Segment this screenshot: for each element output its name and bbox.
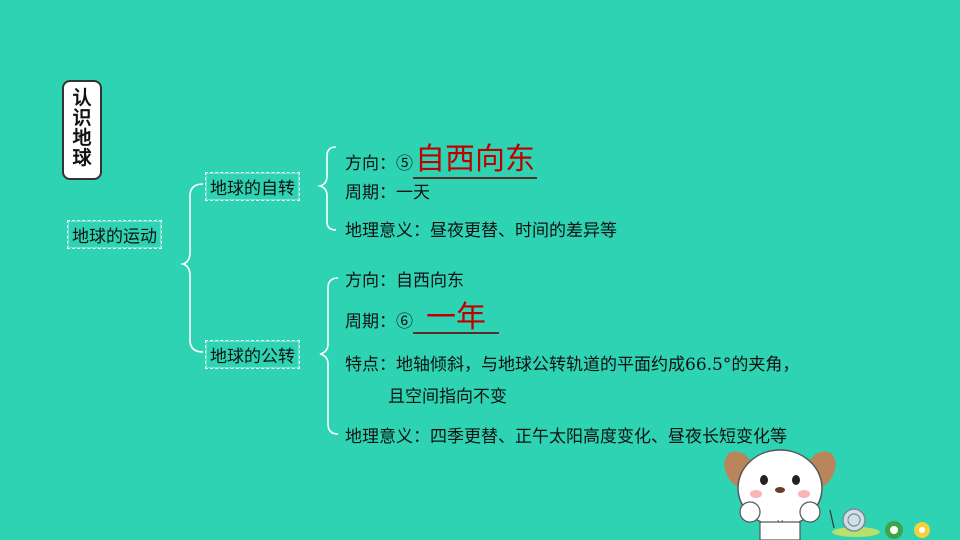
badge-char: 地: [72, 127, 92, 149]
rotation-direction-prefix: 方向：⑤: [345, 154, 413, 174]
topic-badge: 认 识 地 球: [62, 80, 102, 180]
revolution-period-answer: 一年: [413, 303, 499, 334]
snail-illustration: [829, 508, 880, 537]
revolution-significance: 地理意义：四季更替、正午太阳高度变化、昼夜长短变化等: [345, 427, 787, 447]
rotation-node: 地球的自转: [205, 172, 300, 201]
revolution-bracket: [319, 277, 339, 435]
flower-icon: [885, 521, 930, 539]
root-bracket: [180, 183, 204, 353]
badge-char: 认: [72, 87, 92, 109]
badge-char: 识: [72, 107, 92, 129]
rotation-direction-answer: 自西向东: [413, 142, 537, 179]
rotation-direction: 方向：⑤自西向东: [345, 134, 537, 179]
revolution-period-prefix: 周期：⑥: [345, 312, 413, 332]
puppy-illustration: ×: [724, 449, 836, 540]
root-node: 地球的运动: [67, 220, 162, 249]
rotation-period: 周期：一天: [345, 183, 430, 203]
revolution-features-line1: 特点：地轴倾斜，与地球公转轨道的平面约成66.5°的夹角，: [345, 355, 800, 375]
badge-char: 球: [72, 147, 92, 169]
revolution-node: 地球的公转: [205, 340, 300, 369]
revolution-features-line2: 且空间指向不变: [388, 387, 507, 407]
rotation-significance: 地理意义：昼夜更替、时间的差异等: [345, 221, 617, 241]
revolution-direction: 方向：自西向东: [345, 271, 464, 291]
rotation-bracket: [317, 146, 337, 231]
